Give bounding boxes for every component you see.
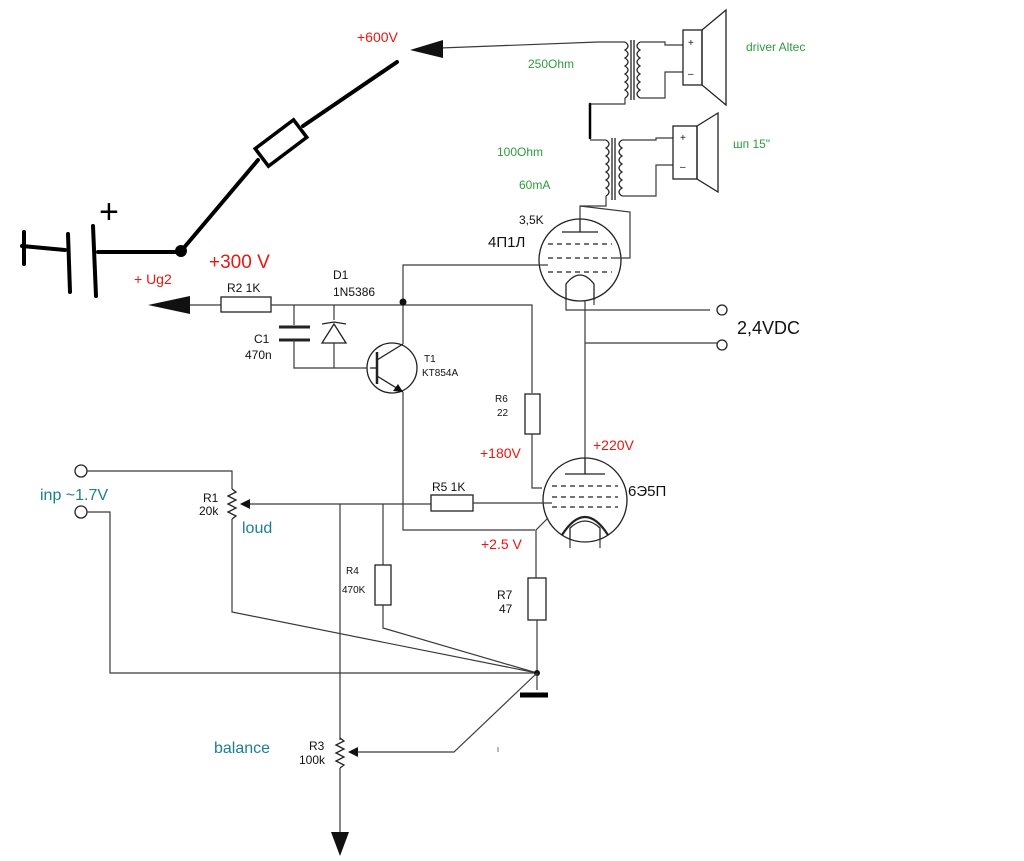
label-c1-ref: C1 — [254, 332, 270, 346]
label-300v: +300 V — [209, 252, 270, 273]
label-100ohm: 100Ohm — [497, 145, 543, 159]
battery-symbol — [20, 224, 182, 298]
hv-supply-resistor — [180, 60, 399, 252]
label-woofer: шп 15" — [733, 137, 770, 151]
ground-node — [520, 670, 548, 698]
label-r4-ref: R4 — [346, 566, 359, 577]
label-filament-voltage: 2,4VDC — [737, 318, 800, 338]
label-t1-val: KT854A — [422, 368, 458, 379]
output-transformer-250ohm — [589, 40, 683, 138]
label-r7-ref: R7 — [497, 588, 513, 602]
label-r1-ref: R1 — [203, 491, 219, 505]
collector-junction-dot — [399, 298, 407, 306]
resistor-r7 — [527, 577, 547, 673]
ug2-junction-dot — [175, 245, 187, 257]
label-d1-ref: D1 — [333, 268, 349, 282]
resistor-r4 — [374, 564, 538, 674]
input-terminal-1[interactable] — [74, 464, 88, 478]
speaker2-plus: + — [680, 133, 686, 144]
output-transformer-100ohm — [579, 137, 673, 230]
resistor-r5 — [430, 494, 552, 512]
label-loud: loud — [242, 520, 272, 537]
zener-diode-d1 — [320, 321, 348, 368]
driver-tube-6e5p — [535, 457, 628, 578]
label-r1-val: 20k — [199, 504, 219, 518]
label-t1-ref: T1 — [424, 354, 436, 365]
label-r4-val: 470K — [342, 585, 366, 596]
label-ug2: + Ug2 — [134, 271, 172, 287]
label-r3-val: 100k — [299, 753, 326, 767]
label-balance: balance — [214, 740, 270, 757]
input-terminal-2[interactable] — [74, 505, 88, 519]
ground-arrow-down — [331, 832, 349, 856]
speaker-driver-altec: + – — [682, 8, 727, 107]
label-r5: R5 1K — [432, 480, 465, 494]
potentiometer-r3[interactable] — [331, 672, 538, 856]
hv-600-arrow — [410, 40, 599, 58]
label-driver-altec: driver Altec — [746, 40, 805, 54]
label-r6-val: 22 — [497, 408, 509, 419]
label-r3-ref: R3 — [309, 739, 325, 753]
speaker-woofer-15in: + – — [672, 111, 719, 194]
label-220v: +220V — [593, 437, 635, 453]
label-r2: R2 1K — [227, 281, 260, 295]
label-r6-ref: R6 — [495, 394, 508, 405]
label-c1-val: 470n — [245, 348, 272, 362]
label-output-tube: 4П1Л — [488, 234, 525, 251]
label-input: inp ~1.7V — [40, 487, 108, 504]
label-600v: +600V — [357, 29, 399, 45]
label-60ma: 60mA — [519, 178, 550, 192]
speaker1-minus: – — [688, 69, 694, 80]
label-2-5v: +2.5 V — [481, 536, 523, 552]
resistor-r2 — [220, 296, 272, 313]
output-tube-4p1l — [402, 205, 631, 302]
filament-wiring — [565, 300, 728, 474]
label-250ohm: 250Ohm — [528, 57, 574, 71]
speaker2-minus: – — [680, 162, 686, 173]
speaker1-plus: + — [688, 38, 694, 49]
label-180v: +180V — [480, 445, 522, 461]
transistor-t1 — [366, 302, 535, 531]
battery-plus-sign: + — [99, 193, 119, 231]
ug2-output-arrow — [148, 296, 190, 314]
label-r7-val: 47 — [499, 602, 513, 616]
label-output-load: 3,5K — [519, 213, 544, 227]
label-driver-tube: 6Э5П — [628, 483, 666, 500]
label-d1-val: 1N5386 — [333, 285, 375, 299]
resistor-r6 — [524, 393, 542, 489]
capacitor-c1 — [279, 325, 370, 369]
